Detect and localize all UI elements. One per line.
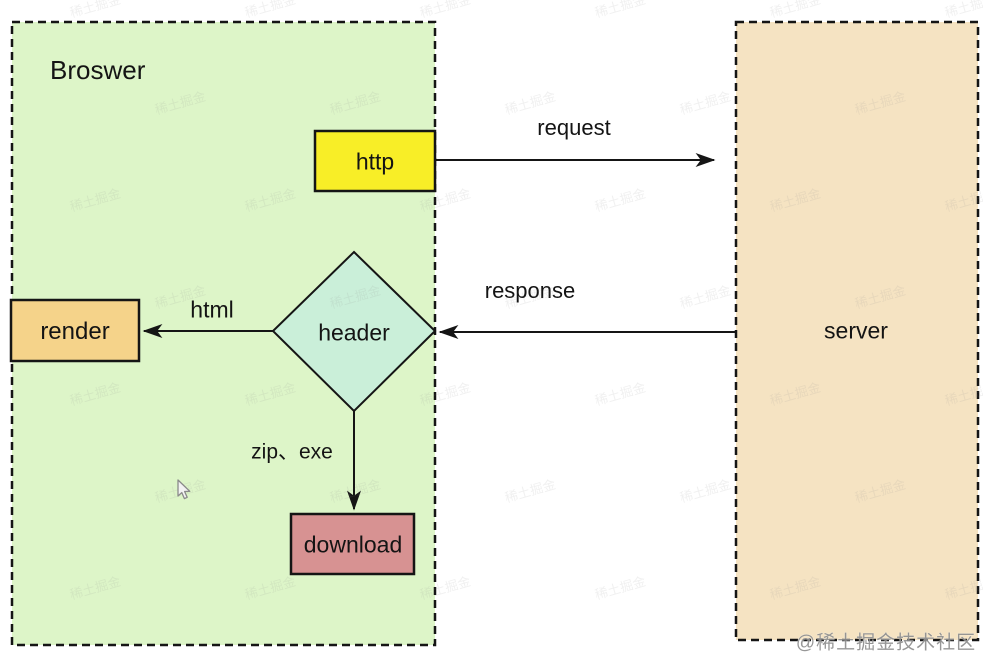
request-edge-label: request — [537, 115, 611, 140]
response-edge-label: response — [484, 278, 576, 303]
render-node-label: render — [40, 318, 110, 345]
download-node-label: download — [303, 531, 403, 558]
header-decision-diamond — [271, 250, 437, 413]
render-node-box — [9, 298, 141, 363]
http-node-box — [313, 129, 437, 193]
watermark-badge: @稀土掘金技术社区 — [795, 632, 977, 654]
download-node-box — [289, 512, 416, 576]
html-edge-label: html — [190, 296, 234, 323]
header-node-label: header — [318, 319, 390, 346]
http-node-label: http — [355, 148, 395, 175]
mouse-cursor-icon — [177, 479, 191, 500]
server-container-box — [734, 20, 980, 642]
browser-container-label: Broswer — [50, 55, 146, 85]
zip-exe-edge-label: zip、exe — [251, 440, 333, 464]
server-container-label: server — [824, 317, 888, 344]
